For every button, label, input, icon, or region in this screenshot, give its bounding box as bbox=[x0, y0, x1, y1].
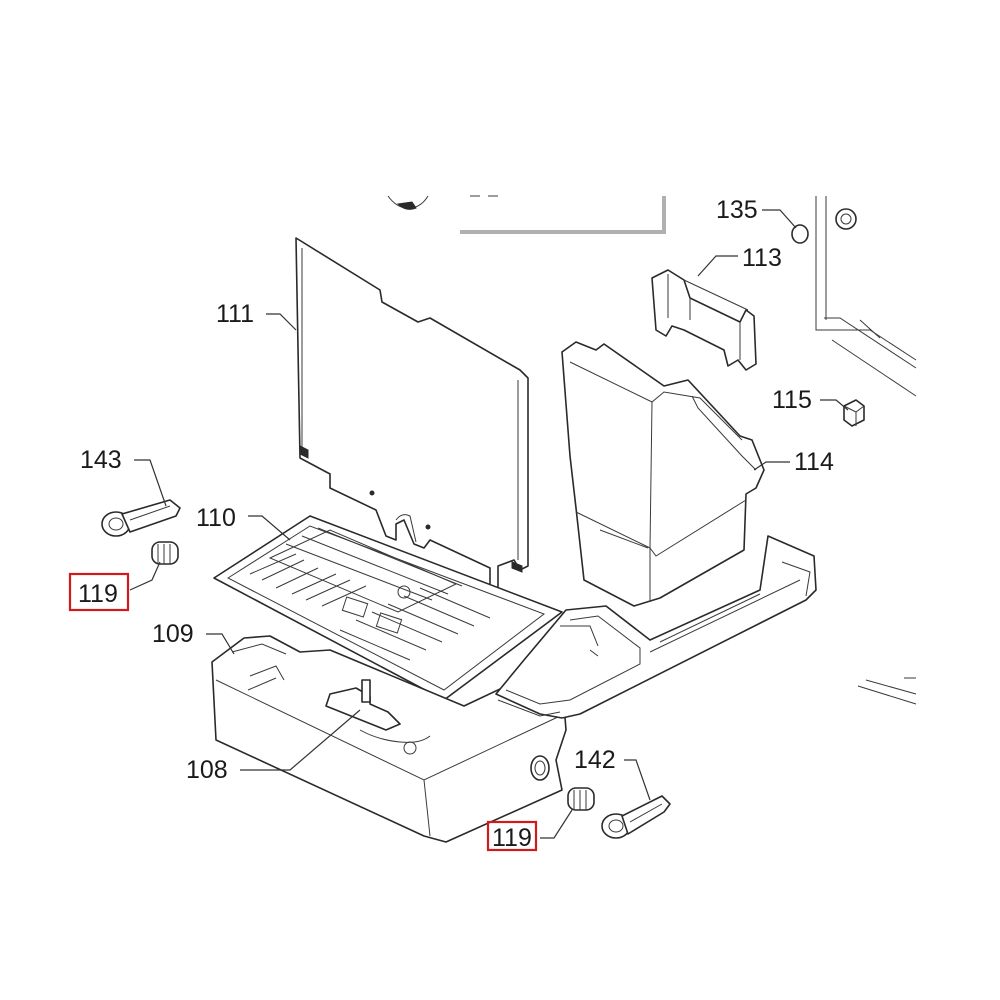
callout-111: 111 bbox=[216, 300, 254, 328]
highlight-boxes bbox=[68, 572, 538, 852]
part-135-plug bbox=[791, 224, 809, 244]
callout-113: 113 bbox=[742, 244, 782, 272]
callout-115: 115 bbox=[772, 386, 812, 414]
leader-lines bbox=[129, 209, 849, 839]
callout-114: 114 bbox=[794, 448, 834, 476]
part-113-bracket bbox=[651, 269, 757, 371]
part-142-lever bbox=[601, 795, 671, 839]
part-119-spring-right bbox=[567, 787, 595, 811]
highlight-box-119-right bbox=[486, 820, 538, 852]
callout-119-left: 119 bbox=[78, 580, 118, 608]
part-109-drip-tray bbox=[211, 635, 567, 843]
callout-108: 108 bbox=[186, 756, 228, 784]
part-143-lever bbox=[101, 499, 181, 537]
part-111-panel bbox=[295, 237, 529, 593]
callout-119-right: 119 bbox=[492, 824, 532, 852]
callout-142: 142 bbox=[574, 746, 616, 774]
callout-143: 143 bbox=[80, 446, 122, 474]
part-114-container bbox=[561, 341, 765, 607]
adjacent-drawing-fragment bbox=[387, 195, 666, 234]
callout-135: 135 bbox=[716, 196, 758, 224]
callout-110: 110 bbox=[196, 504, 236, 532]
part-119-spring-left bbox=[151, 541, 179, 565]
part-110-drip-grid bbox=[213, 515, 563, 701]
highlight-box-119-left bbox=[68, 572, 130, 612]
callout-109: 109 bbox=[152, 620, 194, 648]
machine-body-fragment bbox=[815, 196, 917, 705]
callout-labels: 111 110 143 119 109 108 135 113 115 114 … bbox=[78, 196, 834, 852]
part-115-clip bbox=[843, 399, 865, 427]
part-114-base-tray bbox=[495, 535, 817, 719]
